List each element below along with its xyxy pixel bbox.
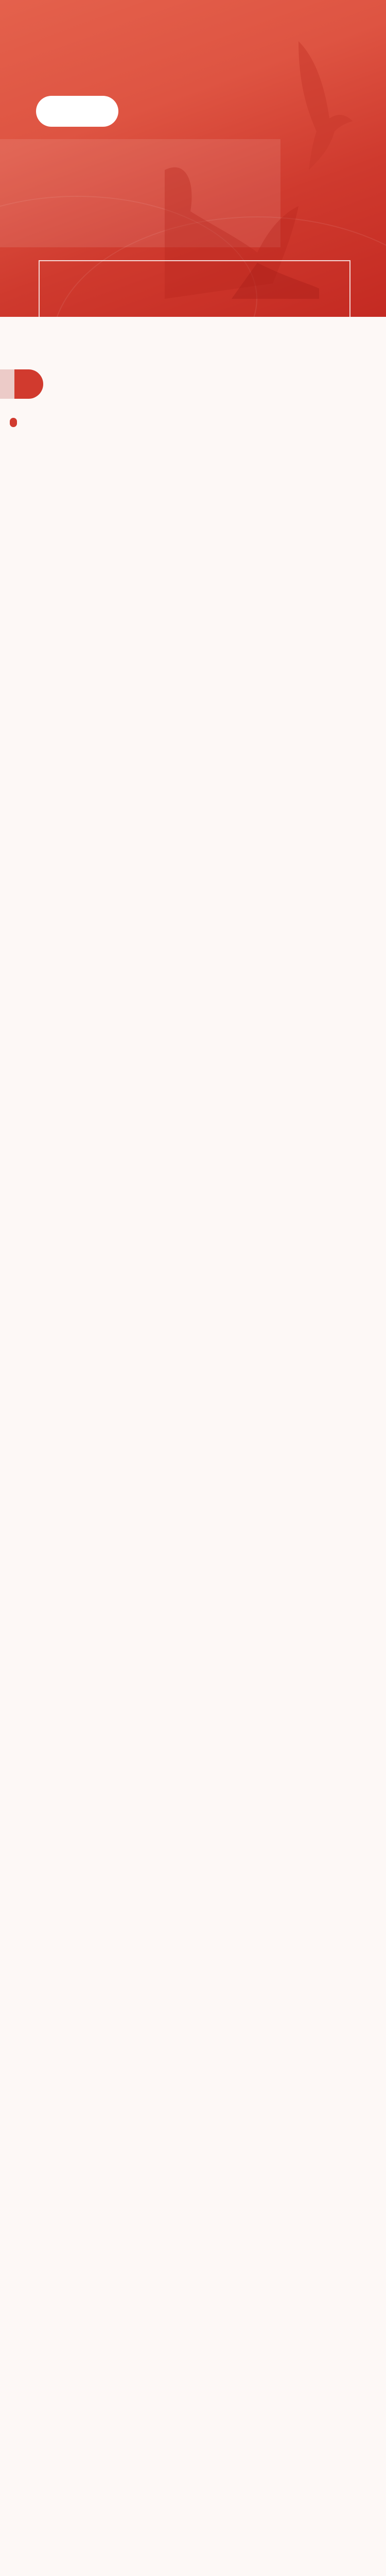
tab-stub xyxy=(0,369,14,399)
section-tab-targeted xyxy=(0,369,43,399)
dove-icon xyxy=(299,41,353,170)
hero-summary-box xyxy=(39,260,350,317)
bullet-dot xyxy=(10,418,17,427)
tab-label xyxy=(14,369,43,399)
intro-pill xyxy=(36,96,118,127)
targeted-bullet xyxy=(10,418,24,427)
decor-glow xyxy=(0,139,280,247)
hands-icon xyxy=(165,167,319,299)
hero-banner xyxy=(0,0,386,317)
